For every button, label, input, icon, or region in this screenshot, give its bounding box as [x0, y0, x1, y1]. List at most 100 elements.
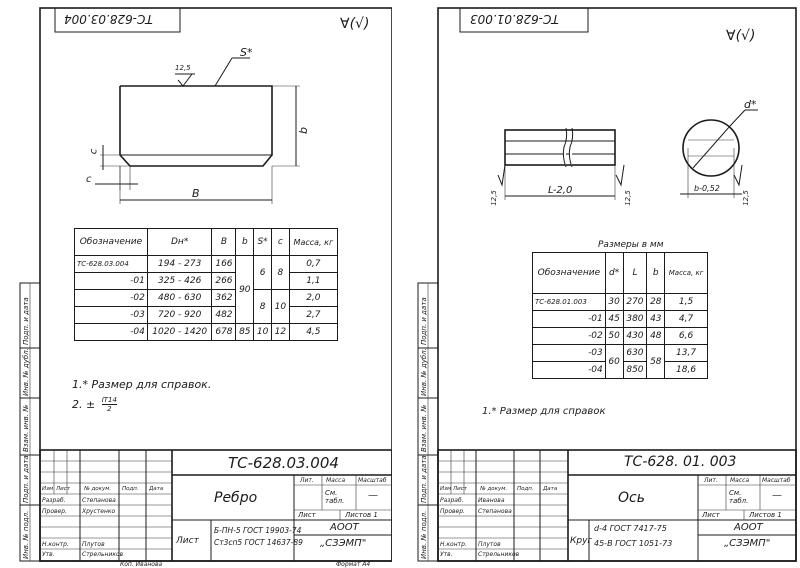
role-header: Дата — [543, 486, 558, 492]
table-cell: 48 — [646, 327, 666, 345]
scale-value: — — [772, 490, 782, 501]
person-name: Степанова — [478, 508, 512, 515]
table-header-cell: B — [211, 228, 237, 256]
note-1: 1.* Размер для справок. — [72, 378, 212, 391]
table-cell: 430 — [622, 327, 648, 345]
role-header: Подп. — [517, 486, 534, 492]
table-cell: 1020 - 1420 — [146, 323, 213, 341]
material-line-2: 45-В ГОСТ 1051-73 — [594, 539, 673, 548]
table-cell: 720 - 920 — [146, 306, 213, 324]
person-name: Стрельников — [478, 551, 520, 558]
table-header-cell: b — [235, 228, 255, 256]
table-cell: 10 — [253, 323, 272, 341]
title-block-code: ТС-628. 01. 003 — [624, 454, 737, 470]
table-cell: 482 — [211, 306, 237, 324]
parts-table: Обозначение d* L b Масса, кг ТС-628.01.0… — [532, 252, 708, 379]
table-cell: 45 — [604, 310, 624, 328]
table-cell: -04 — [74, 323, 148, 341]
left-sheet-graphics — [19, 7, 392, 562]
table-cell: 8 — [253, 289, 272, 324]
sheets-label: Листов 1 — [749, 511, 782, 519]
scale-label: Масштаб — [762, 477, 791, 484]
table-cell: 194 - 273 — [146, 255, 213, 273]
table-cell: -01 — [532, 310, 606, 328]
table-cell: 0,7 — [288, 255, 339, 273]
table-header-row: Обозначение d* L b Масса, кг — [532, 252, 708, 294]
table-cell: 13,7 — [664, 344, 708, 362]
table-header-cell: c — [270, 228, 290, 256]
table-header-cell: S* — [253, 228, 272, 256]
table-row: ТС-628.03.004 194 - 273 166 90 6 8 0,7 — [74, 255, 339, 324]
table-cell: 6 — [253, 255, 272, 290]
org-name: АООТ — [330, 522, 359, 533]
table-cell: 43 — [646, 310, 666, 328]
dim-label-c2: c — [86, 174, 92, 185]
table-cell: 18,6 — [664, 361, 708, 379]
table-cell: 4,7 — [664, 310, 708, 328]
dim-label-s: S* — [240, 46, 253, 59]
roughness-value: 12,5 — [489, 190, 498, 206]
title-block-code: ТС-628.03.004 — [228, 454, 339, 472]
table-cell: 850 — [622, 361, 648, 379]
role-header: Подп. — [122, 486, 139, 492]
side-label: Подп. и дата — [22, 297, 30, 345]
drawing-code-corner: ТС-628.03.004 — [64, 12, 153, 26]
table-cell: 630 — [622, 344, 648, 362]
table-cell: 28 — [646, 293, 666, 311]
table-cell: 166 — [211, 255, 237, 273]
role-header: Дата — [149, 486, 164, 492]
fraction-denominator: 2 — [107, 405, 112, 413]
table-cell: 90 — [235, 255, 255, 324]
person-role: Разраб. — [42, 497, 66, 504]
dim-label-d: d* — [744, 98, 757, 111]
table-cell: 2,7 — [288, 306, 339, 324]
table-cell: 6,6 — [664, 327, 708, 345]
material-line-1: d-4 ГОСТ 7417-75 — [594, 524, 667, 533]
table-cell: -01 — [74, 272, 148, 290]
drawing-sheet-right: ТС-628.01.003 ∀(√) L-2,0 d* b-0,52 12,5 … — [408, 0, 800, 568]
table-row: -03 60 630 58 13,7 — [532, 344, 708, 379]
table-cell: 12 — [270, 323, 290, 341]
person-role: Утв. — [440, 551, 453, 558]
table-row: -02 480 - 630 362 8 10 2,0 — [74, 289, 339, 324]
mass-value: См. табл. — [729, 489, 749, 505]
scale-value: — — [368, 490, 378, 501]
org-name: АООТ — [734, 522, 763, 533]
table-header-cell: Обозначение — [532, 252, 606, 294]
role-header: Лист — [453, 486, 467, 492]
material-prefix: Лист — [176, 536, 199, 546]
table-row: -02 50 430 48 6,6 — [532, 327, 708, 345]
roughness-value: 12,5 — [175, 64, 191, 72]
person-role: Утв. — [42, 551, 55, 558]
table-header-cell: Масса, кг — [288, 228, 339, 256]
table-cell: 270 — [622, 293, 648, 311]
dim-label-c1: c — [88, 148, 100, 155]
sheet-label: Лист — [702, 511, 720, 519]
parts-table: Обозначение Dн* B b S* c Масса, кг ТС-62… — [74, 228, 339, 341]
table-cell: 60 — [604, 344, 624, 379]
person-name: Плутов — [82, 541, 105, 548]
note-2-fraction: IT14 2 — [101, 396, 117, 413]
person-role: Провер. — [42, 508, 67, 515]
table-cell: 480 - 630 — [146, 289, 213, 307]
lit-label: Лит. — [300, 477, 314, 484]
table-cell: 2,0 — [288, 289, 339, 307]
table-cell: 10 — [270, 289, 290, 324]
table-cell: 1,1 — [288, 272, 339, 290]
material-line-2: Ст3сп5 ГОСТ 14637-89 — [214, 538, 303, 547]
table-row: ТС-628.01.003 30 270 28 1,5 — [532, 293, 708, 311]
note-2: 2. ± IT14 2 — [72, 396, 117, 413]
drawing-sheet-left: ТС-628.03.004 ∀(√) 12,5 S* b c c B Обозн… — [0, 0, 392, 568]
table-header-cell: Масса, кг — [664, 252, 708, 294]
right-sheet-graphics — [417, 7, 797, 562]
table-cell: 4,5 — [288, 323, 339, 341]
dim-label-L: L-2,0 — [548, 185, 573, 196]
mass-value: См. табл. — [325, 489, 345, 505]
table-header-cell: Dн* — [146, 228, 213, 256]
table-cell: 362 — [211, 289, 237, 307]
person-role: Разраб. — [440, 497, 464, 504]
table-row: -04 850 18,6 — [532, 361, 708, 379]
table-header-cell: L — [622, 252, 648, 294]
table-header-cell: Обозначение — [74, 228, 148, 256]
person-name: Плутов — [478, 541, 501, 548]
